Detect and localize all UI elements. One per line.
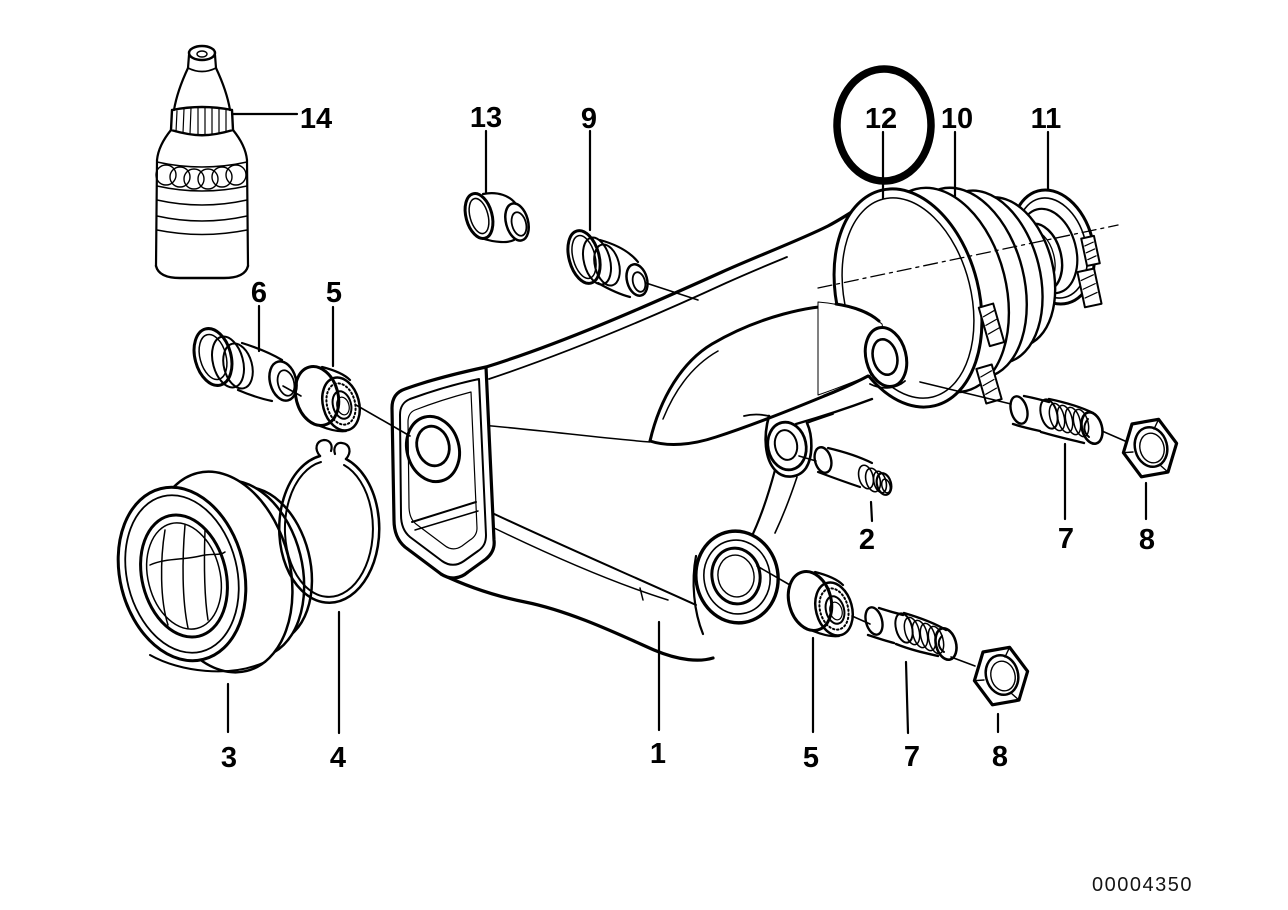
callout-12: 12 [865, 103, 897, 135]
hex-nut-8-lower [972, 645, 1030, 707]
callout-6: 6 [251, 277, 267, 309]
callout-13: 13 [470, 102, 502, 134]
assembly-axis-line [817, 224, 1119, 289]
adjusting-screw-7-upper [1009, 394, 1104, 445]
pivot-bushing-9 [566, 229, 649, 299]
callout-leader-lines [226, 112, 1148, 735]
callout-3: 3 [221, 742, 237, 774]
callout-2: 2 [859, 524, 875, 556]
callout-8a: 8 [1139, 524, 1155, 556]
callout-1: 1 [650, 738, 666, 770]
callout-11: 11 [1031, 103, 1062, 135]
callout-7b: 7 [904, 741, 920, 773]
lubricant-bottle [154, 44, 250, 280]
bearing-5-lower [786, 570, 854, 638]
callout-10: 10 [941, 103, 973, 135]
spacer-sleeve-2 [813, 446, 893, 496]
callout-9: 9 [581, 103, 597, 135]
cap-bushing-13 [463, 192, 530, 244]
rear-boot-assembly [817, 186, 1119, 409]
callout-4: 4 [330, 742, 346, 774]
callout-labels: 14 13 9 12 10 11 6 5 2 7 8 3 4 1 5 7 8 [221, 102, 1155, 774]
callout-14: 14 [300, 103, 332, 135]
bearing-5-left [293, 365, 361, 433]
clamp-buckles [975, 234, 1103, 405]
assembly-lines [282, 282, 1126, 667]
callout-5a: 5 [326, 277, 342, 309]
circlip-4 [278, 438, 381, 604]
callout-5b: 5 [803, 742, 819, 774]
pivot-pin-6 [192, 327, 298, 403]
hex-nut-8-upper [1121, 417, 1179, 479]
doc-number: 00004350 [1092, 874, 1193, 896]
upper-boss [817, 301, 909, 398]
callout-7a: 7 [1058, 523, 1074, 555]
callout-8b: 8 [992, 741, 1008, 773]
swing-arm-body [390, 202, 880, 662]
adjusting-screw-7-lower [864, 606, 958, 661]
highlight-circle [833, 65, 935, 185]
front-boot-3 [116, 470, 314, 674]
